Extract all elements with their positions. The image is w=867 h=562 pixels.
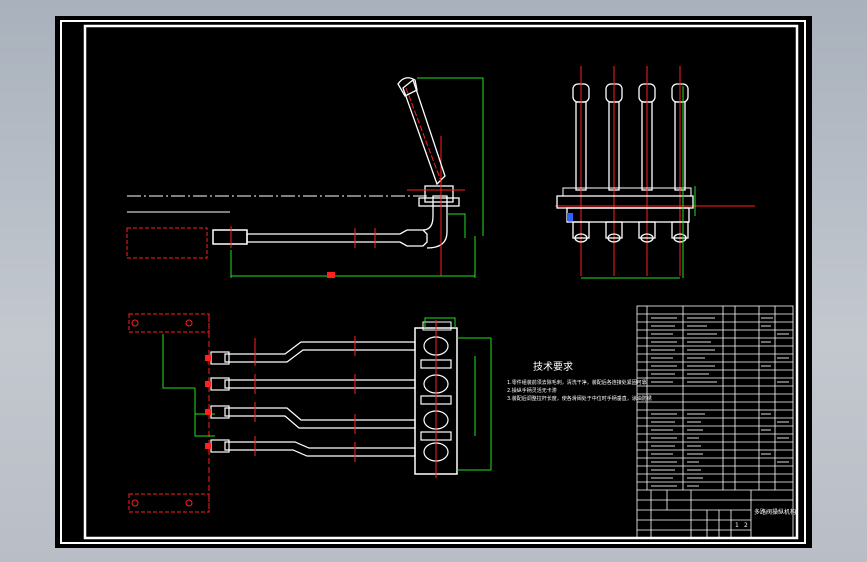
tech-requirement-line-2: 2.操纵手柄灵活无卡滞 <box>507 387 557 394</box>
plan-view <box>128 313 492 513</box>
tech-requirement-line-1: 1.零件组装前须去除毛刺，清洗干净，装配后各连接处紧固可靠 <box>507 379 647 386</box>
front-view <box>555 66 755 279</box>
bill-of-materials <box>636 305 794 539</box>
drawing-sheet: 技术要求 1.零件组装前须去除毛刺，清洗干净，装配后各连接处紧固可靠 2.操纵手… <box>55 16 812 548</box>
bom-cell-marks <box>651 317 789 487</box>
inner-frame <box>83 24 799 540</box>
sheet-number: 1 <box>735 522 739 529</box>
outer-frame <box>60 20 806 544</box>
sheet-total: 2 <box>744 522 748 529</box>
side-view <box>126 77 484 278</box>
tech-requirements-title: 技术要求 <box>533 360 573 373</box>
title-block-name: 多路阀操纵机构 <box>754 508 796 516</box>
tech-requirement-line-3: 3.装配后调整拉杆长度，使各滑阀处于中位时手柄垂直，涂油防锈 <box>507 395 652 402</box>
